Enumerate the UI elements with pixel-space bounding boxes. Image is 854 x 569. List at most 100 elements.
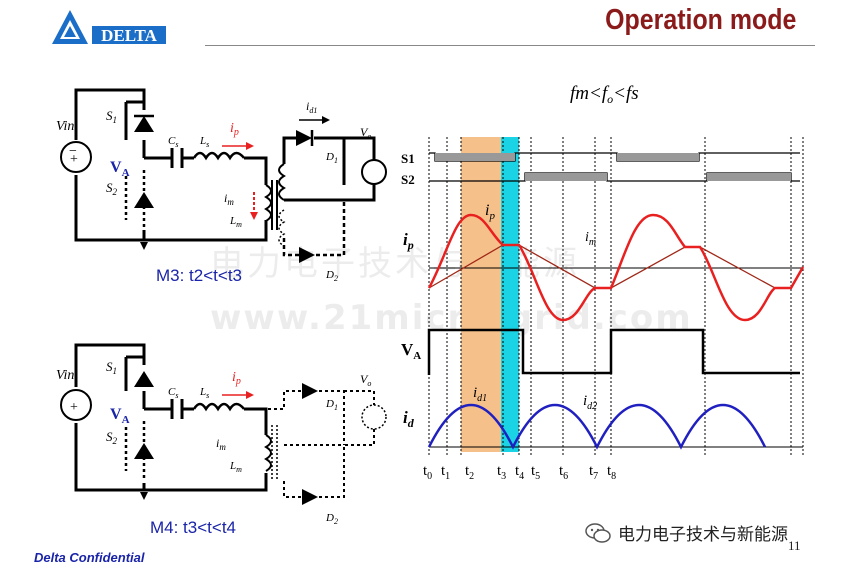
curve-ip-sub: p	[488, 210, 495, 222]
label-cs-sub: s	[175, 140, 178, 149]
row-va-sub: A	[413, 350, 421, 362]
label-ip-m4: i	[232, 370, 236, 385]
cond-lt1: <	[589, 83, 602, 104]
highlight-t2-t3	[461, 137, 503, 452]
label-vo-m4: V	[360, 372, 369, 386]
svg-text:ip: ip	[485, 202, 495, 222]
curve-id2-sub: d2	[587, 401, 597, 412]
logo-text: DELTA	[101, 26, 157, 45]
tl-7-sub: 7	[593, 471, 598, 482]
svg-text:t4: t4	[515, 463, 524, 482]
label-lm-sub: m	[236, 220, 242, 229]
svg-text:im: im	[216, 436, 226, 452]
footer-confidential: Delta Confidential	[34, 550, 145, 565]
svg-text:Ls: Ls	[199, 135, 209, 149]
tl-5: t	[531, 463, 536, 479]
label-vo-sub: o	[367, 132, 371, 141]
ip-waveform	[427, 213, 805, 322]
label-lm: L	[229, 215, 236, 227]
cond-lt2: <	[613, 83, 626, 104]
wechat-label: 电力电子技术与新能源	[618, 525, 788, 545]
circuit-m3-schematic: + − Vin S1 S2 VA Cs Ls ip im	[56, 88, 387, 283]
label-ip-sub: p	[233, 127, 239, 138]
tl-3-sub: 3	[501, 471, 506, 482]
label-d2: D	[325, 269, 334, 281]
wechat-watermark: 电力电子技术与新能源	[584, 520, 788, 545]
svg-text:Vo: Vo	[360, 125, 371, 141]
svg-text:id2: id2	[583, 393, 597, 412]
label-s2-m4: S	[106, 429, 113, 444]
cond-fo-sub: o	[607, 92, 613, 106]
curve-ip: i	[485, 202, 489, 219]
curve-id2: i	[583, 393, 587, 409]
svg-text:im: im	[585, 230, 596, 248]
label-cs: C	[168, 135, 176, 147]
svg-text:D1: D1	[325, 398, 338, 412]
label-s1-sub: 1	[113, 115, 118, 125]
label-vo-sub-m4: o	[367, 379, 371, 388]
label-d1-m4: D	[325, 398, 334, 410]
svg-text:S1: S1	[106, 108, 117, 125]
time-labels: t0 t1 t2 t3 t4 t5 t6 t7 t8	[423, 463, 616, 482]
tl-8-sub: 8	[611, 471, 616, 482]
svg-text:Cs: Cs	[168, 135, 178, 149]
label-d2-m4: D	[325, 512, 334, 524]
svg-text:ip: ip	[232, 370, 241, 387]
label-vin-m4: Vin	[56, 368, 74, 383]
label-vin: Vin	[56, 119, 74, 134]
label-ls-sub: s	[206, 140, 209, 149]
row-ip-sub: p	[407, 238, 414, 252]
title-rule	[205, 45, 815, 46]
page-number: 11	[788, 538, 801, 553]
svg-text:t7: t7	[589, 463, 598, 482]
svg-text:im: im	[224, 191, 234, 207]
svg-text:+: +	[70, 400, 78, 415]
label-d1-sub-m4: 1	[334, 403, 338, 412]
row-label-s2: S2	[401, 172, 415, 187]
tl-6-sub: 6	[563, 471, 568, 482]
svg-text:S2: S2	[106, 180, 118, 197]
svg-text:VA: VA	[110, 406, 130, 426]
label-d2-sub-m4: 2	[334, 517, 338, 525]
highlight-t3-t4	[501, 137, 519, 452]
tl-6: t	[559, 463, 564, 479]
label-va-sub-m4: A	[122, 414, 130, 426]
curve-im: i	[585, 230, 589, 245]
curve-im-sub: m	[589, 237, 596, 248]
svg-text:VA: VA	[110, 159, 130, 179]
row-ip: i	[403, 230, 408, 249]
label-s2: S	[106, 180, 113, 195]
svg-text:Ls: Ls	[199, 386, 209, 400]
label-s2-sub: 2	[113, 187, 118, 197]
label-im-sub-m4: m	[219, 442, 226, 452]
label-ls: L	[199, 135, 206, 147]
svg-text:id1: id1	[306, 99, 317, 115]
wechat-icon	[585, 522, 611, 543]
label-ls-sub-m4: s	[206, 391, 209, 400]
curve-id1-sub: d1	[477, 393, 487, 404]
svg-text:D2: D2	[325, 269, 338, 283]
tl-2-sub: 2	[469, 471, 474, 482]
svg-text:t0: t0	[423, 463, 432, 482]
svg-text:t6: t6	[559, 463, 568, 482]
label-vo: V	[360, 125, 369, 139]
label-d1: D	[325, 151, 334, 163]
svg-text:D2: D2	[325, 512, 338, 525]
svg-text:−: −	[69, 144, 77, 159]
label-id1-sub: d1	[309, 106, 317, 115]
svg-text:id: id	[403, 408, 415, 430]
delta-logo: DELTA	[52, 10, 166, 45]
label-ip-sub-m4: p	[235, 376, 241, 387]
label-s1: S	[106, 108, 113, 123]
svg-text:Lm: Lm	[229, 215, 242, 229]
svg-text:t8: t8	[607, 463, 616, 482]
cond-fm: fm	[570, 83, 589, 104]
row-label-s1: S1	[401, 151, 415, 166]
svg-text:Cs: Cs	[168, 386, 178, 400]
label-im: i	[224, 191, 227, 205]
label-id1: i	[306, 99, 309, 113]
curve-id1: i	[473, 385, 477, 401]
svg-text:D1: D1	[325, 151, 338, 165]
label-cs-sub-m4: s	[175, 391, 178, 400]
row-va: V	[401, 340, 414, 359]
